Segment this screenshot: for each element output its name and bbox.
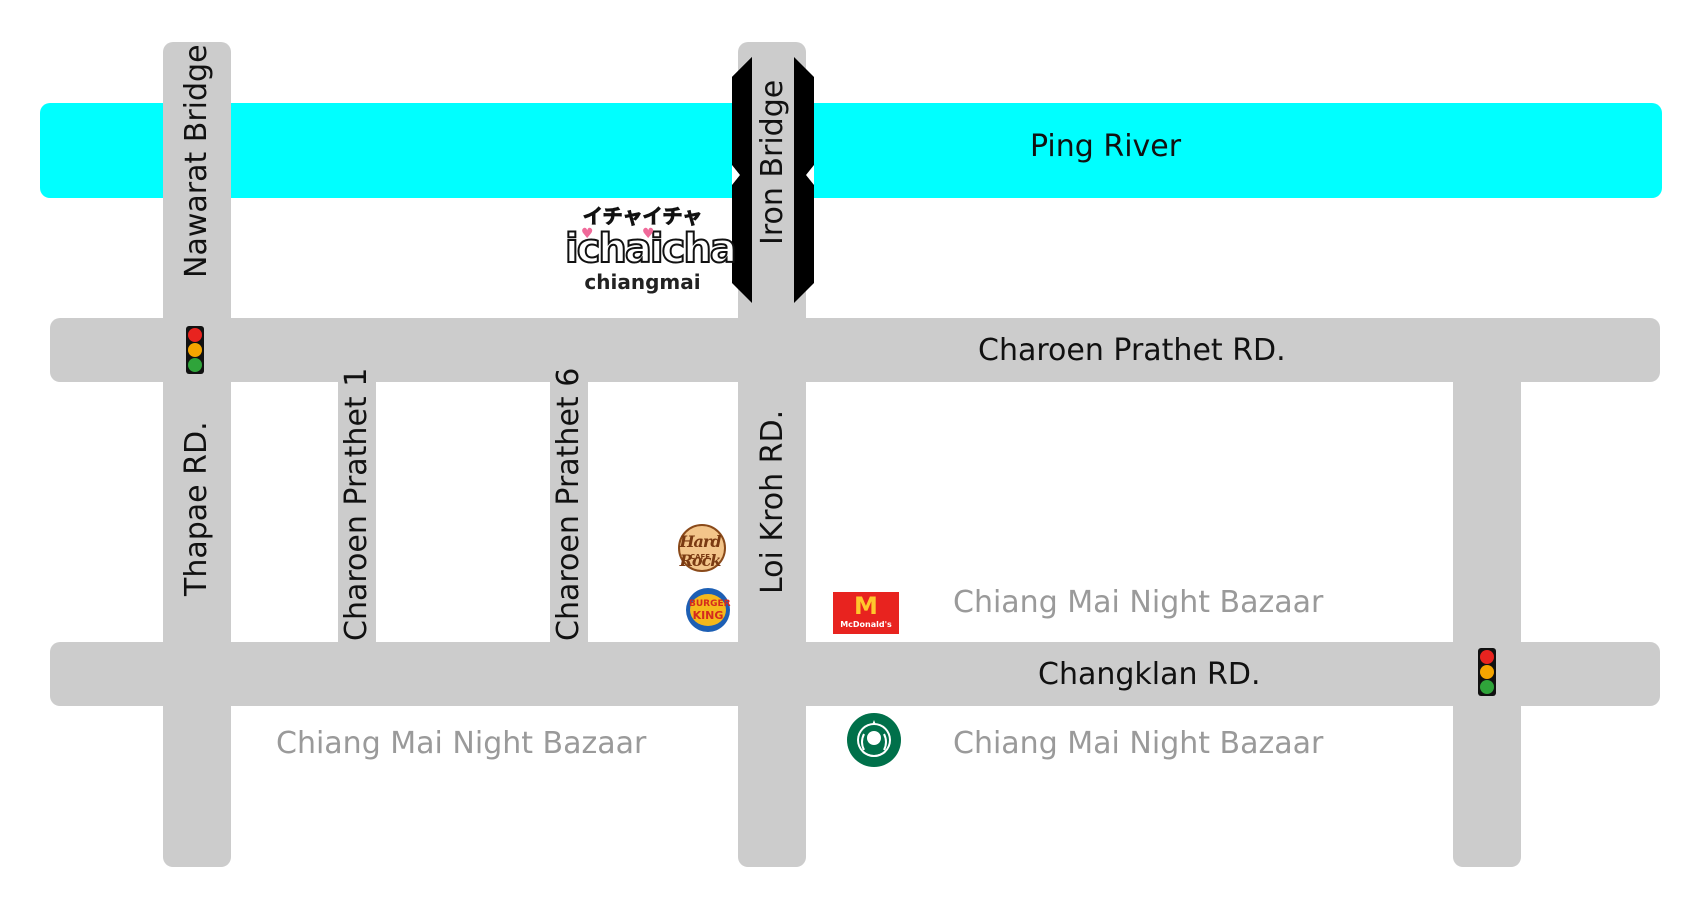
road-thapae [163,42,231,867]
mcdonalds-arches-icon: M [854,592,878,620]
ichaicha-sub: chiangmai [584,270,701,294]
ichaicha-name: ichaicha [564,226,738,272]
road-charoen-prathet-6 [550,370,588,655]
loi-kroh-rd-label: Loi Kroh RD. [755,409,790,594]
nawarat-bridge-label: Nawarat Bridge [179,44,214,278]
starbucks-logo [847,713,901,767]
iron-bridge-icon [732,57,814,303]
mcdonalds-logo: M McDonald's [833,592,899,634]
road-charoen-prathet-1 [338,370,376,655]
charoen-prathet-rd-label: Charoen Prathet RD. [978,333,1286,368]
burger-king-line1: BURGER [689,599,731,609]
charoen-prathet-1-label: Charoen Prathet 1 [339,367,374,641]
charoen-prathet-6-label: Charoen Prathet 6 [551,367,586,641]
heart-icon: ♥ [642,226,655,242]
night-bazaar-label-3: Chiang Mai Night Bazaar [953,726,1324,761]
road-charoen-prathet [50,318,1660,382]
traffic-light-icon [1478,648,1496,696]
thapae-rd-label: Thapae RD. [179,421,214,596]
hard-rock-name: Hard Rock [679,532,721,570]
night-bazaar-label-2: Chiang Mai Night Bazaar [276,726,647,761]
hard-rock-sub: CAFE [689,553,711,561]
mcdonalds-name: McDonald's [840,620,892,629]
burger-king-line2: KING [692,609,724,622]
road-changklan [50,642,1660,706]
ichaicha-katakana: イチャイチャ [582,204,703,228]
traffic-light-icon [186,326,204,374]
night-bazaar-label-1: Chiang Mai Night Bazaar [953,585,1324,620]
ping-river [40,103,1662,198]
burger-king-logo: BURGER KING [686,588,734,636]
road-east-soi [1453,370,1521,867]
iron-bridge-label: Iron Bridge [755,79,790,245]
heart-icon: ♥ [581,226,594,242]
hard-rock-cafe-logo: Hard Rock CAFE [660,520,740,572]
ichaicha-logo: イチャイチャ ichaicha chiangmai ♥ ♥ [564,204,738,315]
changklan-rd-label: Changklan RD. [1038,657,1261,692]
ping-river-label: Ping River [1030,129,1182,164]
